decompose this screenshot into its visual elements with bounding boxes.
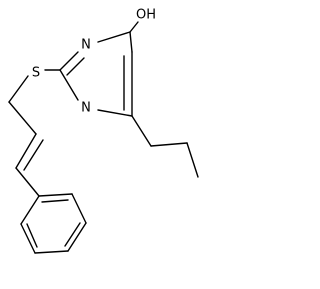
bond-propyl1-propyl2 [150, 142, 188, 147]
benzene-bond-6 [20, 195, 40, 225]
bond-n3-c2-double [66, 57, 85, 76]
benzene-bond-4 [34, 250, 69, 254]
benzene-bond-2 [71, 193, 87, 224]
bond-ch-ch-double [23, 139, 44, 171]
bond-n3-c2 [59, 51, 79, 71]
bond-c4-n3 [97, 31, 131, 43]
bond-s-ch2 [8, 75, 29, 103]
atom-label-nitrogen-bottom: N [81, 101, 91, 116]
atom-label-sulfur: S [32, 66, 40, 81]
benzene-bond-1 [38, 193, 73, 197]
bond-ch-ch [15, 133, 37, 169]
bond-c2-n1 [59, 69, 79, 101]
bond-c4-oh [129, 21, 139, 33]
benzene-bond-5 [20, 223, 36, 254]
molecule-diagram: OH N N S [8, 8, 199, 254]
bond-c5-c4 [129, 31, 133, 53]
benzene-inner-1 [41, 199, 69, 203]
bond-propyl2-propyl3 [186, 142, 199, 178]
bond-ch-phenyl [15, 167, 40, 197]
bond-c6-propyl1 [131, 115, 152, 147]
atom-label-nitrogen-top: N [81, 38, 91, 53]
bond-ch2-ch [8, 101, 37, 135]
atom-label-hydroxyl: OH [136, 8, 156, 23]
structure-canvas: OH N N S [8, 8, 199, 254]
bond-n1-c6 [97, 109, 133, 117]
benzene-inner-3 [26, 223, 38, 248]
benzene-bond-3 [67, 222, 87, 252]
benzene-inner-2 [64, 222, 81, 247]
